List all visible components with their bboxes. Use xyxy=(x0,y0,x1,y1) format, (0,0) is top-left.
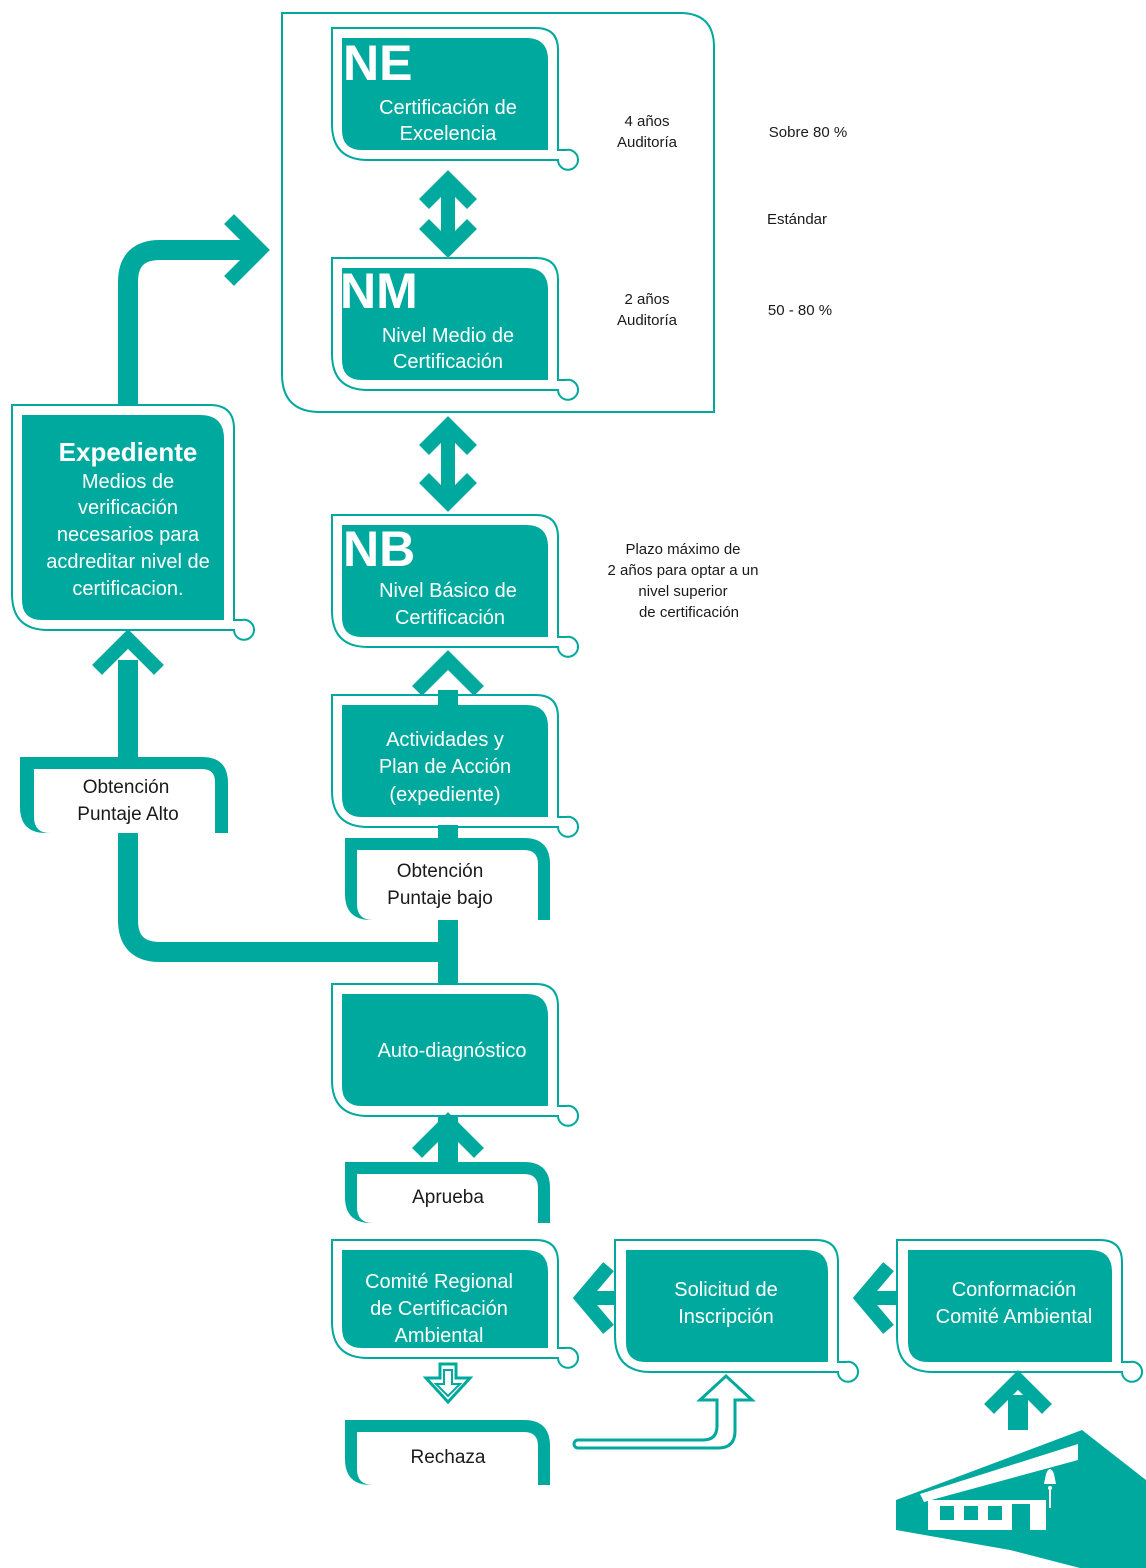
expediente-title: Expediente xyxy=(59,437,198,467)
application-line1: Solicitud de xyxy=(674,1279,777,1301)
expediente-line2: verificación xyxy=(78,497,178,519)
ne-code: NE xyxy=(343,35,412,91)
arrow-left-bar-application xyxy=(864,1291,896,1305)
activities-line1: Actividades y xyxy=(386,729,504,751)
formation-line2: Comité Ambiental xyxy=(936,1306,1093,1328)
activities-box xyxy=(331,694,579,838)
committee-line3: Ambiental xyxy=(395,1325,484,1347)
nm-label-line2: Certificación xyxy=(393,351,503,373)
low-score-line1: Obtención xyxy=(397,861,484,882)
arrow-down-to-reject-icon xyxy=(422,1362,474,1405)
nm-period-line2: Auditoría xyxy=(617,312,678,329)
reject-box xyxy=(345,1420,550,1485)
standard-label: Estándar xyxy=(767,211,827,228)
ne-box xyxy=(331,27,579,171)
nb-note-line3: nivel superior xyxy=(638,583,727,600)
nm-score: 50 - 80 % xyxy=(768,302,832,319)
nb-label-line2: Certificación xyxy=(395,607,505,629)
approve-box xyxy=(345,1162,550,1223)
low-score-line2: Puntaje bajo xyxy=(387,888,493,909)
connector-lines xyxy=(118,240,1028,1430)
nm-code: NM xyxy=(340,263,418,319)
high-score-loop-line xyxy=(118,660,448,962)
high-score-box xyxy=(20,757,228,833)
arrow-left-bar-committee xyxy=(584,1291,616,1305)
committee-box xyxy=(331,1239,579,1369)
arrow-left-to-application xyxy=(852,1262,894,1334)
formation-line1: Conformación xyxy=(952,1279,1077,1301)
high-score-line1: Obtención xyxy=(83,777,170,798)
arrow-up-to-formation xyxy=(984,1370,1052,1414)
activities-line2: Plan de Acción xyxy=(379,756,511,778)
nm-label-line1: Nivel Medio de xyxy=(382,325,514,347)
expediente-line5: certificacion. xyxy=(72,578,183,600)
ne-period-line1: 4 años xyxy=(624,113,669,130)
arrow-up-to-expediente xyxy=(92,629,164,675)
expediente-line4: acdreditar nivel de xyxy=(46,551,209,573)
ne-period-line2: Auditoría xyxy=(617,134,678,151)
nm-box xyxy=(331,257,579,401)
double-arrow-nm-nb xyxy=(419,416,477,512)
reject-label: Rechaza xyxy=(411,1447,486,1468)
committee-line1: Comité Regional xyxy=(365,1271,513,1293)
expediente-to-top-line xyxy=(118,240,258,405)
nb-code: NB xyxy=(343,521,415,577)
arrow-right-to-top-levels xyxy=(224,214,270,286)
application-box xyxy=(614,1239,859,1383)
application-line2: Inscripción xyxy=(678,1306,774,1328)
ne-label-line2: Excelencia xyxy=(400,123,498,145)
school-building-icon xyxy=(896,1430,1146,1568)
arrow-up-to-nb xyxy=(412,650,484,696)
arrow-up-to-diagnosis xyxy=(412,1112,484,1158)
arrow-left-to-committee xyxy=(572,1262,614,1334)
nb-note-line4: de certificación xyxy=(639,604,739,621)
reject-to-application-connector xyxy=(572,1373,756,1450)
nb-note-line1: Plazo máximo de xyxy=(625,541,740,558)
double-arrow-ne-nm xyxy=(419,170,477,258)
approve-label: Aprueba xyxy=(412,1187,484,1208)
self-diagnosis-box xyxy=(331,983,579,1127)
expediente-box xyxy=(11,404,255,641)
nb-note-line2: 2 años para optar a un xyxy=(608,562,759,579)
expediente-line3: necesarios para xyxy=(57,524,200,546)
formation-box xyxy=(896,1239,1143,1383)
nb-box xyxy=(331,514,579,658)
high-score-line2: Puntaje Alto xyxy=(77,804,178,825)
ne-score: Sobre 80 % xyxy=(769,124,847,141)
activities-line3: (expediente) xyxy=(389,784,500,806)
top-levels-frame xyxy=(281,12,715,413)
ne-label-line1: Certificación de xyxy=(379,97,517,119)
nb-label-line1: Nivel Básico de xyxy=(379,580,517,602)
arrow-down-to-reject-inner xyxy=(433,1369,463,1398)
nm-period-line1: 2 años xyxy=(624,291,669,308)
expediente-line1: Medios de xyxy=(82,471,174,493)
committee-line2: de Certificación xyxy=(370,1298,508,1320)
self-diagnosis-label: Auto-diagnóstico xyxy=(378,1040,527,1062)
low-score-box xyxy=(345,838,550,920)
